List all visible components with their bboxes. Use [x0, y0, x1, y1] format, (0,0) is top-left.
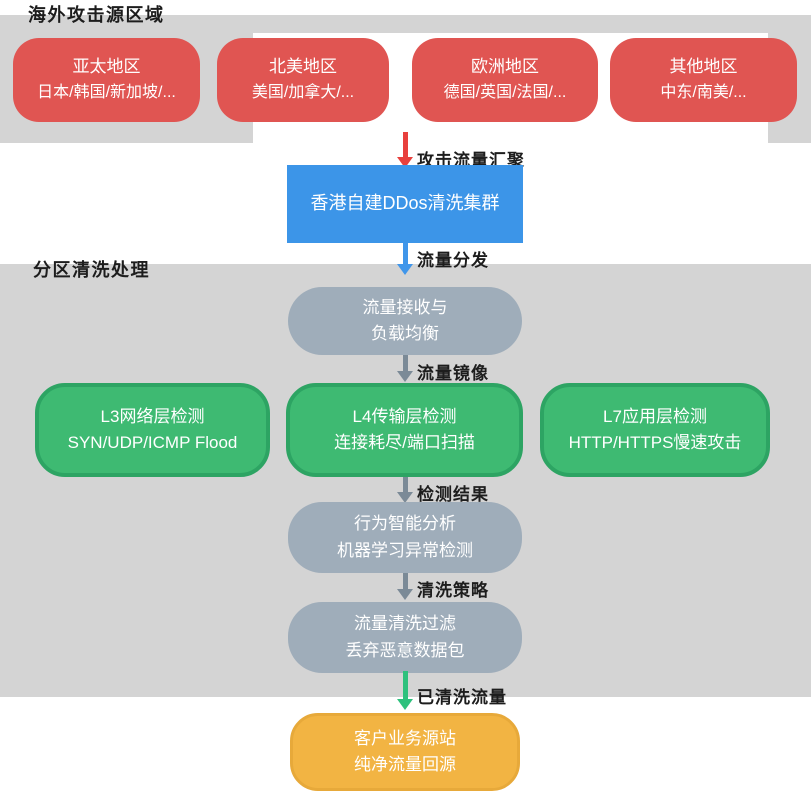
down-arrow-icon — [397, 573, 413, 600]
region-name: 其他地区 — [669, 57, 738, 77]
node-line1: 客户业务源站 — [354, 728, 456, 748]
region-name: 北美地区 — [269, 57, 337, 77]
section-title-cleaning: 分区清洗处理 — [33, 260, 150, 280]
arrow-shaft — [402, 132, 408, 157]
node-line1: 流量清洗过滤 — [354, 614, 456, 634]
node-line2: 负载均衡 — [371, 324, 439, 343]
section-title-overseas: 海外攻击源区域 — [28, 5, 165, 25]
node-line2: 纯净流量回源 — [354, 755, 456, 774]
node-line2: 丢弃恶意数据包 — [345, 640, 465, 660]
node-line1: L4传输层检测 — [352, 406, 457, 426]
down-arrow-icon — [397, 243, 413, 275]
node-line1: L7应用层检测 — [603, 406, 707, 426]
node-line2: 机器学习异常检测 — [337, 540, 473, 560]
arrow-head — [397, 589, 413, 600]
region-detail: 德国/英国/法国/... — [443, 83, 567, 101]
node-line2: SYN/UDP/ICMP Flood — [67, 433, 238, 452]
region-node-north-america: 北美地区 美国/加拿大/... — [217, 38, 389, 122]
region-node-apac: 亚太地区 日本/韩国/新加坡/... — [13, 38, 200, 122]
detect-node-l7: L7应用层检测 HTTP/HTTPS慢速攻击 — [540, 383, 770, 477]
node-line1: 行为智能分析 — [354, 514, 456, 534]
arrow-head — [397, 371, 413, 382]
arrow-shaft — [402, 355, 408, 371]
down-arrow-icon — [397, 132, 413, 168]
detect-node-l3: L3网络层检测 SYN/UDP/ICMP Flood — [35, 383, 270, 477]
down-arrow-icon — [397, 671, 413, 710]
traffic-filter-node: 流量清洗过滤 丢弃恶意数据包 — [288, 602, 522, 673]
flow-label-mirror: 流量镜像 — [417, 364, 489, 383]
receive-load-balance-node: 流量接收与 负载均衡 — [288, 287, 522, 355]
arrow-head — [397, 264, 413, 275]
node-line1: L3网络层检测 — [100, 406, 205, 426]
region-detail: 中东/南美/... — [660, 83, 747, 101]
flow-label-cleaned: 已清洗流量 — [417, 688, 507, 707]
node-line2: HTTP/HTTPS慢速攻击 — [568, 433, 742, 452]
region-name: 亚太地区 — [72, 57, 141, 77]
arrow-head — [397, 492, 413, 503]
flow-label-distribute: 流量分发 — [417, 251, 489, 270]
region-node-other: 其他地区 中东/南美/... — [610, 38, 797, 122]
node-line1: 流量接收与 — [362, 297, 448, 317]
arrow-shaft — [402, 477, 408, 492]
customer-origin-node: 客户业务源站 纯净流量回源 — [290, 713, 520, 791]
down-arrow-icon — [397, 355, 413, 382]
flow-label-detect-result: 检测结果 — [417, 485, 489, 504]
arrow-shaft — [402, 671, 408, 699]
flow-label-clean-policy: 清洗策略 — [417, 581, 489, 600]
down-arrow-icon — [397, 477, 413, 503]
cluster-label: 香港自建DDos清洗集群 — [310, 193, 500, 214]
arrow-shaft — [402, 573, 408, 589]
arrow-head — [397, 699, 413, 710]
behavior-analysis-node: 行为智能分析 机器学习异常检测 — [288, 502, 522, 573]
arrow-shaft — [402, 243, 408, 264]
region-name: 欧洲地区 — [471, 57, 539, 77]
cluster-node-hongkong-ddos: 香港自建DDos清洗集群 — [287, 165, 523, 243]
detect-node-l4: L4传输层检测 连接耗尽/端口扫描 — [286, 383, 523, 477]
node-line2: 连接耗尽/端口扫描 — [334, 433, 475, 452]
region-detail: 美国/加拿大/... — [251, 83, 355, 101]
arrow-head — [397, 157, 413, 168]
region-node-europe: 欧洲地区 德国/英国/法国/... — [412, 38, 598, 122]
region-detail: 日本/韩国/新加坡/... — [37, 83, 176, 101]
